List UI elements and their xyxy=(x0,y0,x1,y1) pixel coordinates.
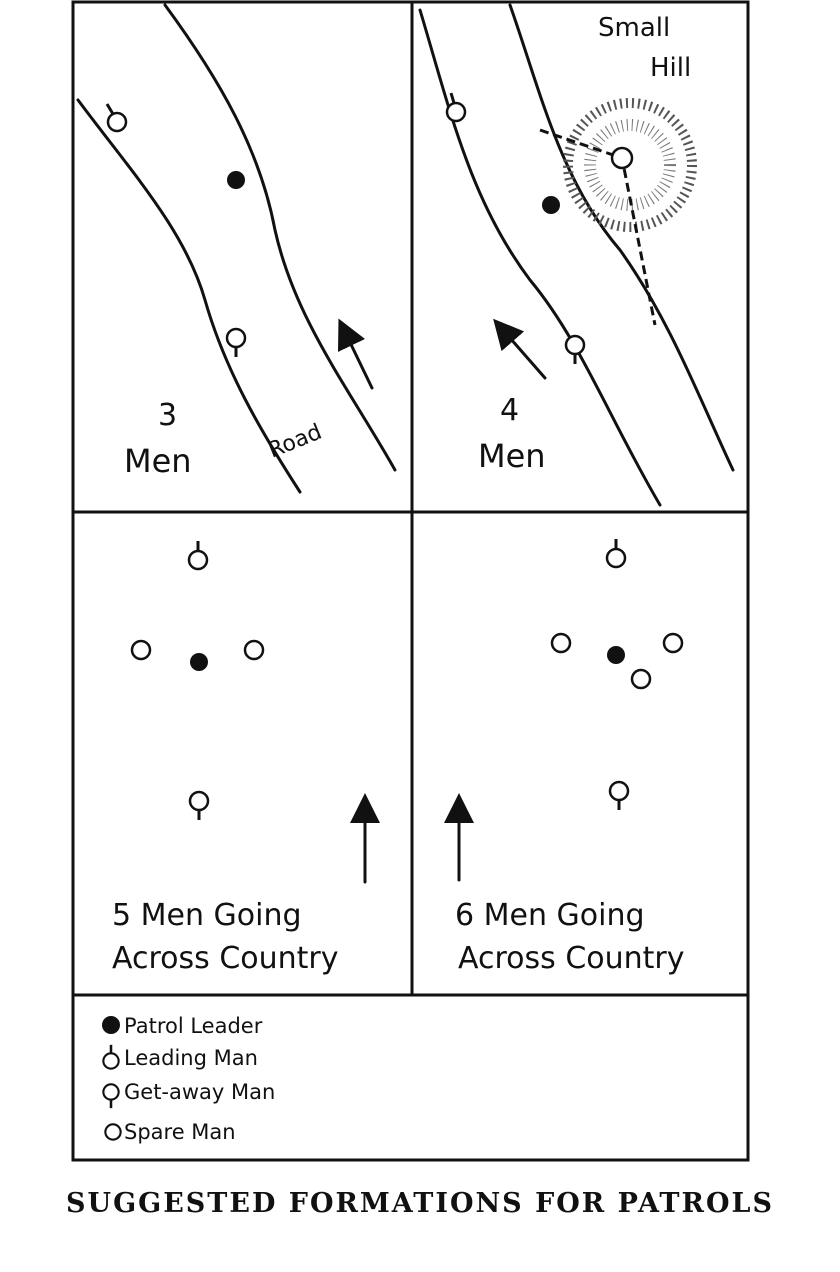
hill-label-line1: Small xyxy=(598,13,670,43)
road-label: Road xyxy=(265,420,326,464)
leading-man-marker xyxy=(445,92,467,123)
panel-label: Men xyxy=(478,437,546,475)
spare-man-marker xyxy=(550,632,572,654)
spare-man-marker xyxy=(130,639,152,661)
leading-man-marker xyxy=(187,539,209,571)
filled-circle-icon xyxy=(102,1016,120,1034)
spare-man-marker xyxy=(630,668,652,690)
panel-label: Men xyxy=(124,442,192,480)
spare-man-marker xyxy=(243,639,265,661)
road-left-edge xyxy=(76,98,302,494)
road-left-edge xyxy=(418,8,662,507)
patrol-leader-marker xyxy=(190,653,208,671)
patrol-leader-marker xyxy=(542,196,560,214)
legend-label: Get-away Man xyxy=(124,1080,275,1104)
hill-label-line2: Hill xyxy=(650,53,691,83)
road-right-edge xyxy=(508,3,735,472)
small-hill xyxy=(563,98,697,232)
hill-dashed-lines xyxy=(539,128,657,326)
panel-label-line2: Across Country xyxy=(458,941,685,976)
leading-man-marker xyxy=(105,103,128,133)
panel-number: 3 xyxy=(158,398,177,433)
spare-man-marker xyxy=(662,632,684,654)
panel-number: 4 xyxy=(500,393,519,428)
figure-caption: SUGGESTED FORMATIONS FOR PATROLS xyxy=(66,1188,774,1219)
legend: Patrol Leader Leading Man Get-away Man S… xyxy=(102,1014,275,1144)
panel-five-men: 5 Men Going Across Country xyxy=(112,539,380,976)
panel-four-men: Small Hill 4 Men xyxy=(418,3,735,507)
direction-arrow xyxy=(493,318,547,380)
legend-label: Patrol Leader xyxy=(124,1014,263,1038)
panel-three-men: 3 Men Road xyxy=(76,3,397,494)
panel-label-line2: Across Country xyxy=(112,941,339,976)
getaway-man-marker xyxy=(188,790,210,822)
open-circle-icon xyxy=(104,1123,122,1141)
panel-label-line1: 5 Men Going xyxy=(112,898,302,933)
circle-stem-up-icon xyxy=(102,1043,120,1070)
leading-man-marker xyxy=(605,537,627,569)
legend-label: Leading Man xyxy=(124,1046,258,1070)
legend-label: Spare Man xyxy=(124,1120,236,1144)
road-right-edge xyxy=(163,3,397,472)
patrol-leader-marker xyxy=(607,646,625,664)
getaway-man-marker xyxy=(608,780,630,812)
panel-six-men: 6 Men Going Across Country xyxy=(444,537,685,976)
direction-arrow xyxy=(338,318,374,390)
circle-stem-down-icon xyxy=(102,1083,120,1110)
spare-man-marker xyxy=(610,146,634,170)
panel-label-line1: 6 Men Going xyxy=(455,898,645,933)
patrol-leader-marker xyxy=(227,171,245,189)
getaway-man-marker xyxy=(225,327,247,359)
